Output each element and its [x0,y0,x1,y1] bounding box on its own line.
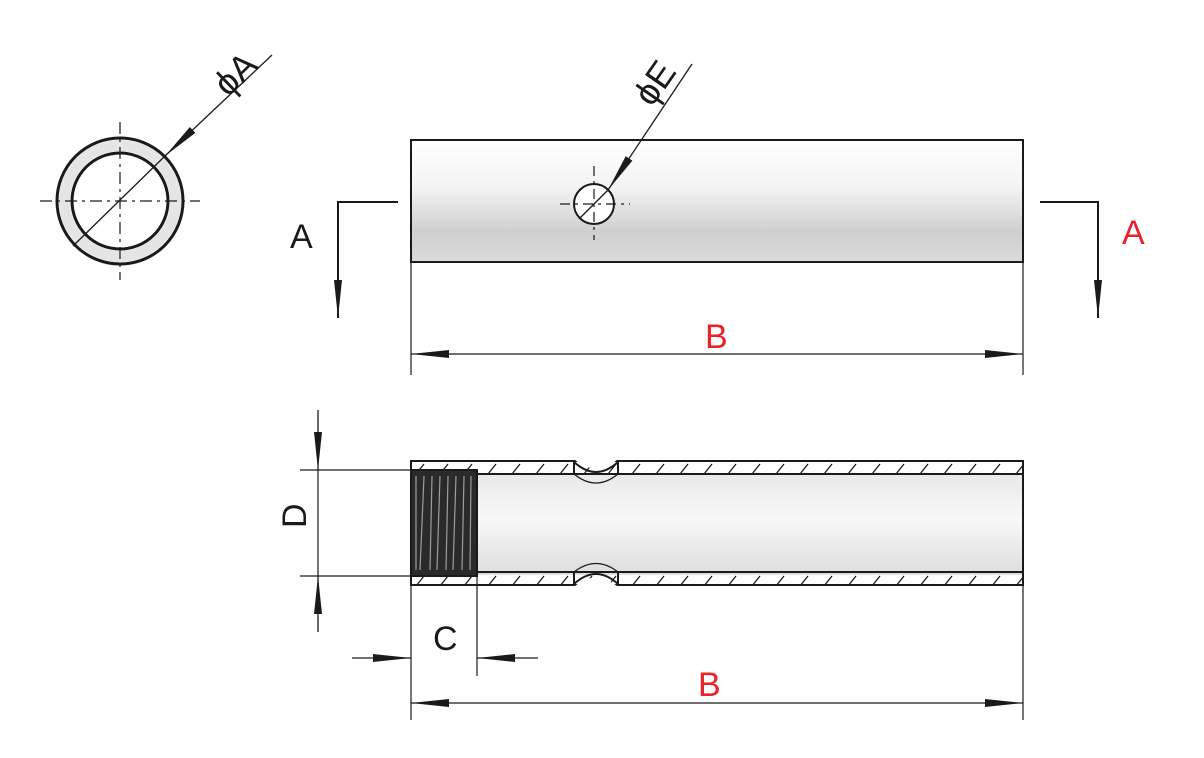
diameter-e-label: ϕE [625,53,684,113]
section-label-left: A [290,218,313,256]
top-view [334,63,1102,375]
section-label-right: A [1122,214,1145,252]
length-b-label-top: B [705,318,728,356]
end-view [40,54,273,280]
section-view [300,410,1024,720]
height-d-label: D [276,503,314,528]
length-b-label-bottom: B [698,666,721,704]
diameter-a-label: ϕA [205,44,265,104]
thread-c-label: C [433,620,458,658]
